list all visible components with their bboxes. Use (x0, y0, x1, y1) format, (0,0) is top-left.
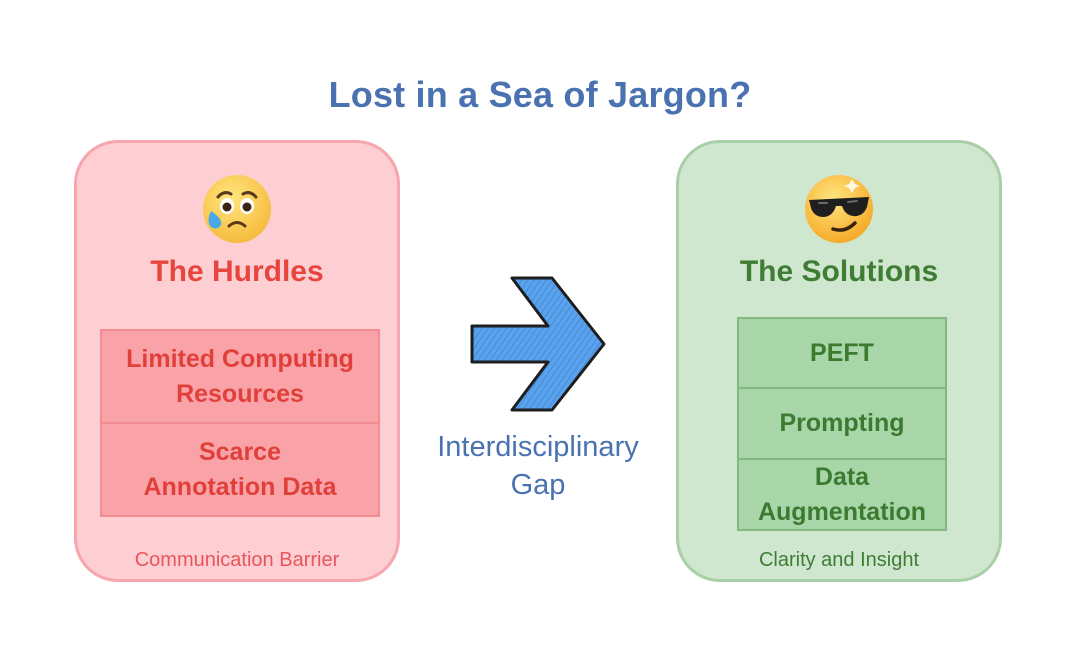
hurdles-panel: The Hurdles Limited Computing Resources … (74, 140, 400, 582)
solution-item-line: Prompting (779, 409, 905, 437)
smiling-face-with-sunglasses-icon (805, 175, 873, 243)
solutions-list: PEFT Prompting Data Augmentation (737, 317, 947, 531)
gap-label-line: Interdisciplinary (437, 431, 639, 463)
gap-label: Interdisciplinary Gap (408, 428, 668, 504)
hurdle-item-line: Annotation Data (143, 472, 337, 501)
solution-item: Prompting (737, 387, 947, 460)
gap-label-line: Gap (510, 469, 566, 501)
anxious-face-with-sweat-icon (203, 175, 271, 243)
solutions-panel: The Solutions PEFT Prompting Data Augmen… (676, 140, 1002, 582)
hurdle-item-line: Limited Computing (126, 344, 354, 373)
hurdles-list: Limited Computing Resources Scarce Annot… (100, 329, 380, 517)
right-arrow-icon (470, 276, 606, 412)
solution-item-line: PEFT (810, 338, 874, 367)
hurdles-heading: The Hurdles (150, 255, 324, 288)
solutions-footer: Clarity and Insight (758, 549, 920, 571)
solution-item-line: Data (814, 462, 870, 491)
solution-item-line: Augmentation (757, 497, 927, 526)
hurdle-item: Limited Computing Resources (100, 329, 380, 424)
hurdle-item-line: Scarce (198, 437, 281, 466)
hurdle-item: Scarce Annotation Data (100, 422, 380, 517)
solution-item: Data Augmentation (737, 458, 947, 531)
solution-item: PEFT (737, 317, 947, 389)
diagram-title: Lost in a Sea of Jargon? (328, 74, 752, 115)
hurdles-footer: Communication Barrier (134, 549, 340, 571)
solutions-heading: The Solutions (739, 255, 939, 288)
hurdle-item-line: Resources (176, 379, 304, 408)
